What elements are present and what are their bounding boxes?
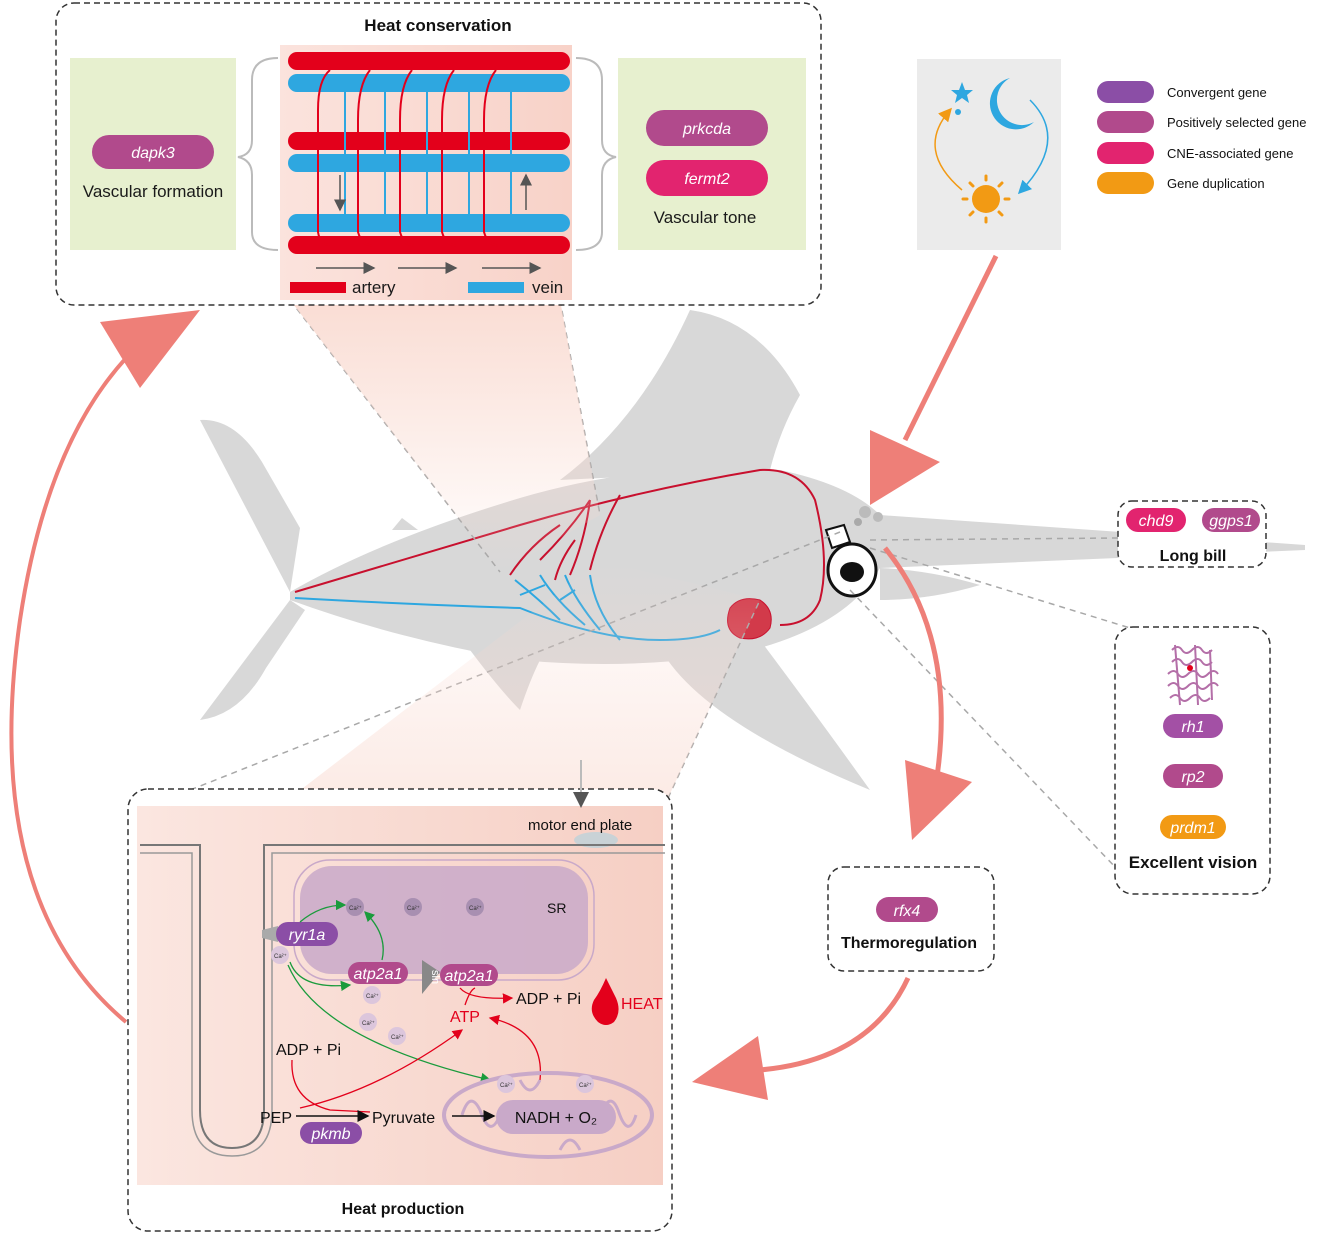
nadh-label: NADH + O₂	[515, 1110, 597, 1127]
sr-label: SR	[547, 900, 566, 916]
vein-swatch	[468, 282, 524, 293]
calcium-flux-arrows	[287, 899, 492, 1083]
ryr1a-label: ryr1a	[289, 927, 326, 944]
thermoregulation-box: rfx4 Thermoregulation	[827, 866, 995, 972]
rp2-pill	[1163, 764, 1223, 788]
svg-text:Ca²⁺: Ca²⁺	[366, 993, 379, 1000]
heat-label: HEAT	[621, 996, 663, 1013]
legend-swatch-duplication	[1097, 172, 1154, 194]
ca-ions-cytosol: Ca²⁺ Ca²⁺ Ca²⁺ Ca²⁺	[271, 946, 406, 1045]
rfx4-label: rfx4	[894, 903, 921, 920]
legend-swatch-cne	[1097, 142, 1154, 164]
prkcda-label: prkcda	[682, 121, 731, 138]
legend-label-positive: Positively selected gene	[1167, 115, 1306, 130]
excellent-vision-title: Excellent vision	[1129, 853, 1258, 872]
fermt2-label: fermt2	[684, 171, 729, 188]
svg-text:Ca²⁺: Ca²⁺	[362, 1020, 375, 1027]
ggps1-label: ggps1	[1209, 513, 1253, 530]
vascular-formation-label: Vascular formation	[83, 182, 223, 201]
svg-text:Ca²⁺: Ca²⁺	[469, 905, 482, 912]
prdm1-label: prdm1	[1169, 820, 1215, 837]
pkmb-label: pkmb	[310, 1126, 350, 1143]
legend-label-duplication: Gene duplication	[1167, 176, 1265, 191]
star-icon	[951, 82, 973, 103]
atp-flux-arrows	[291, 987, 542, 1113]
svg-text:Ca²⁺: Ca²⁺	[407, 905, 420, 912]
artery-label: artery	[352, 278, 396, 297]
zoom-cone-top	[290, 300, 600, 572]
heat-production-panel: Heat production motor end plate SR Ca²⁺ …	[127, 760, 673, 1232]
atp2a1-pill-left	[348, 962, 408, 984]
thermoregulation-title: Thermoregulation	[841, 935, 977, 952]
pyruvate-label: Pyruvate	[372, 1110, 435, 1127]
mitochondrion: NADH + O₂ Ca²⁺ Ca²⁺	[442, 1071, 654, 1159]
legend-label-cne: CNE-associated gene	[1167, 146, 1293, 161]
prkcda-pill	[646, 110, 768, 146]
rfx4-pill	[876, 897, 938, 922]
legend-swatch-convergent	[1097, 81, 1154, 103]
heat-conservation-title: Heat conservation	[364, 16, 511, 35]
atp2a1-label-right: atp2a1	[445, 968, 494, 985]
sln-label: sln	[429, 970, 441, 984]
svg-text:Ca²⁺: Ca²⁺	[391, 1034, 404, 1041]
legend-label-convergent: Convergent gene	[1167, 85, 1267, 100]
vein-label: vein	[532, 278, 563, 297]
moon-icon	[989, 78, 1034, 130]
rhodopsin-protein-icon	[1167, 644, 1219, 706]
flow-arrows	[9, 254, 999, 1100]
long-bill-title: Long bill	[1160, 548, 1227, 565]
motor-end-plate-label: motor end plate	[528, 817, 632, 834]
vascular-tone-label: Vascular tone	[654, 208, 757, 227]
excellent-vision-box: rh1 rp2 prdm1 Excellent vision	[1114, 626, 1271, 895]
chd9-label: chd9	[1139, 513, 1174, 530]
prdm1-pill	[1160, 815, 1226, 839]
svg-text:Ca²⁺: Ca²⁺	[500, 1082, 513, 1089]
svg-text:Ca²⁺: Ca²⁺	[274, 953, 287, 960]
sun-icon	[961, 174, 1011, 224]
adp-pi-lower: ADP + Pi	[276, 1042, 341, 1059]
ggps1-pill	[1202, 508, 1260, 532]
artery-swatch	[290, 282, 346, 293]
svg-text:Ca²⁺: Ca²⁺	[349, 905, 362, 912]
pep-label: PEP	[260, 1110, 292, 1127]
svg-text:Ca²⁺: Ca²⁺	[579, 1082, 592, 1089]
fermt2-pill	[646, 160, 768, 196]
ryr1a-pill	[276, 922, 338, 946]
atp2a1-pill-right	[440, 964, 498, 986]
long-bill-box: chd9 ggps1 Long bill	[1117, 500, 1267, 568]
t-tubule-membrane	[140, 844, 665, 1150]
ca-ions-sr: Ca²⁺ Ca²⁺ Ca²⁺	[346, 898, 484, 916]
rp2-label: rp2	[1181, 769, 1204, 786]
sln-shape	[422, 960, 440, 994]
legend-swatch-positive	[1097, 111, 1154, 133]
atp-label: ATP	[450, 1009, 480, 1026]
atp2a1-label-left: atp2a1	[354, 966, 403, 983]
fish-eye	[824, 506, 883, 598]
day-night-cycle-box	[917, 59, 1061, 250]
adp-pi-upper: ADP + Pi	[516, 991, 581, 1008]
gene-legend: Convergent gene Positively selected gene…	[1097, 81, 1306, 194]
rh1-pill	[1163, 714, 1223, 738]
chd9-pill	[1126, 508, 1186, 532]
pkmb-pill	[300, 1122, 362, 1144]
heat-conservation-panel: Heat conservation	[55, 2, 822, 306]
countercurrent-vessels	[288, 52, 570, 274]
rh1-label: rh1	[1181, 719, 1204, 736]
flame-icon	[591, 978, 619, 1025]
heat-production-title: Heat production	[342, 1201, 465, 1218]
dapk3-pill	[92, 135, 214, 169]
zoom-cone-bottom	[290, 560, 760, 798]
dapk3-label: dapk3	[131, 145, 175, 162]
